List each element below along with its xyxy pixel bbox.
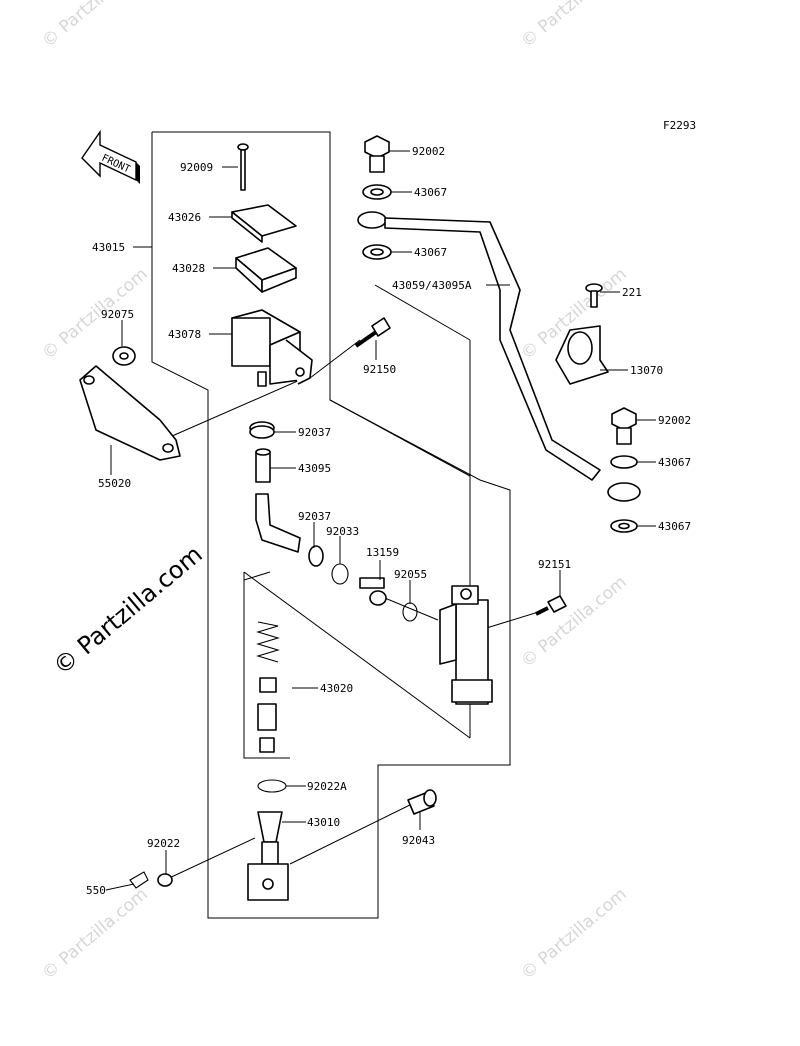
part-label: 43067 [414, 246, 447, 259]
part-label: 43015 [92, 241, 125, 254]
part-label: 92075 [101, 308, 134, 321]
watermark: © Partzilla.com [517, 884, 630, 984]
watermark: © Partzilla.com [38, 0, 151, 52]
screw-221-icon [585, 283, 603, 308]
clamp-92037b-icon [308, 545, 324, 567]
part-label: 92037 [298, 426, 331, 439]
part-label: 43078 [168, 328, 201, 341]
part-label: 43028 [172, 262, 205, 275]
cotter-pin-icon [129, 871, 149, 889]
bolt-92002b-icon [611, 407, 637, 445]
part-label: 92043 [402, 834, 435, 847]
clamp-92037-icon [249, 421, 275, 439]
piston-kit-icon [256, 621, 280, 753]
snap-ring-icon [257, 779, 287, 793]
part-label: 43020 [320, 682, 353, 695]
part-label: 92150 [363, 363, 396, 376]
part-label: 43067 [658, 520, 691, 533]
part-label: 92002 [412, 145, 445, 158]
part-label: 43067 [658, 456, 691, 469]
part-label: 92151 [538, 558, 571, 571]
pin-92043-icon [407, 789, 437, 815]
part-label: 43010 [307, 816, 340, 829]
hose-43095-icon [255, 448, 271, 483]
circlip-icon [331, 563, 349, 585]
bolt-92002a-icon [364, 135, 390, 173]
part-label: 55020 [98, 477, 131, 490]
master-cylinder-icon [439, 585, 493, 705]
part-label: 92055 [394, 568, 427, 581]
reservoir-icon [231, 309, 313, 387]
part-label: 43067 [414, 186, 447, 199]
guard-55020-icon [79, 365, 181, 461]
part-label: 550 [86, 884, 106, 897]
diaphragm-icon [235, 247, 297, 293]
figure-code: F2293 [663, 119, 696, 132]
push-rod-icon [247, 811, 289, 901]
part-label: 43026 [168, 211, 201, 224]
part-label: 43059/43095A [392, 279, 472, 292]
watermark: © Partzilla.com [38, 884, 151, 984]
reservoir-cap-icon [231, 204, 297, 243]
o-ring-icon [402, 602, 418, 622]
washer-92022-icon [157, 873, 173, 887]
screw-92009-icon [237, 143, 249, 191]
hose-bent-icon [255, 493, 301, 553]
part-label: 13159 [366, 546, 399, 559]
watermark: © Partzilla.com [517, 572, 630, 672]
bolt-92150-icon [354, 317, 391, 348]
washer-43067c-icon [610, 455, 638, 469]
part-label: 43095 [298, 462, 331, 475]
front-arrow-icon: FRONT [81, 129, 140, 184]
part-label: 92022A [307, 780, 347, 793]
watermark-main: © Partzilla.com [48, 540, 208, 680]
bolt-92151-icon [535, 595, 567, 616]
clamp-13070-icon [555, 325, 609, 385]
part-label: 92002 [658, 414, 691, 427]
watermark: © Partzilla.com [517, 0, 630, 52]
fitting-13159-icon [359, 577, 387, 606]
brake-hose-icon [357, 211, 641, 502]
leader-lines [105, 150, 656, 891]
part-label: 13070 [630, 364, 663, 377]
part-label: 92022 [147, 837, 180, 850]
part-label: 92037 [298, 510, 331, 523]
part-label: 221 [622, 286, 642, 299]
watermark: © Partzilla.com [38, 264, 151, 364]
grommet-icon [112, 346, 136, 366]
part-label: 92009 [180, 161, 213, 174]
part-label: 92033 [326, 525, 359, 538]
watermarks: © Partzilla.com © Partzilla.com © Partzi… [38, 0, 630, 984]
